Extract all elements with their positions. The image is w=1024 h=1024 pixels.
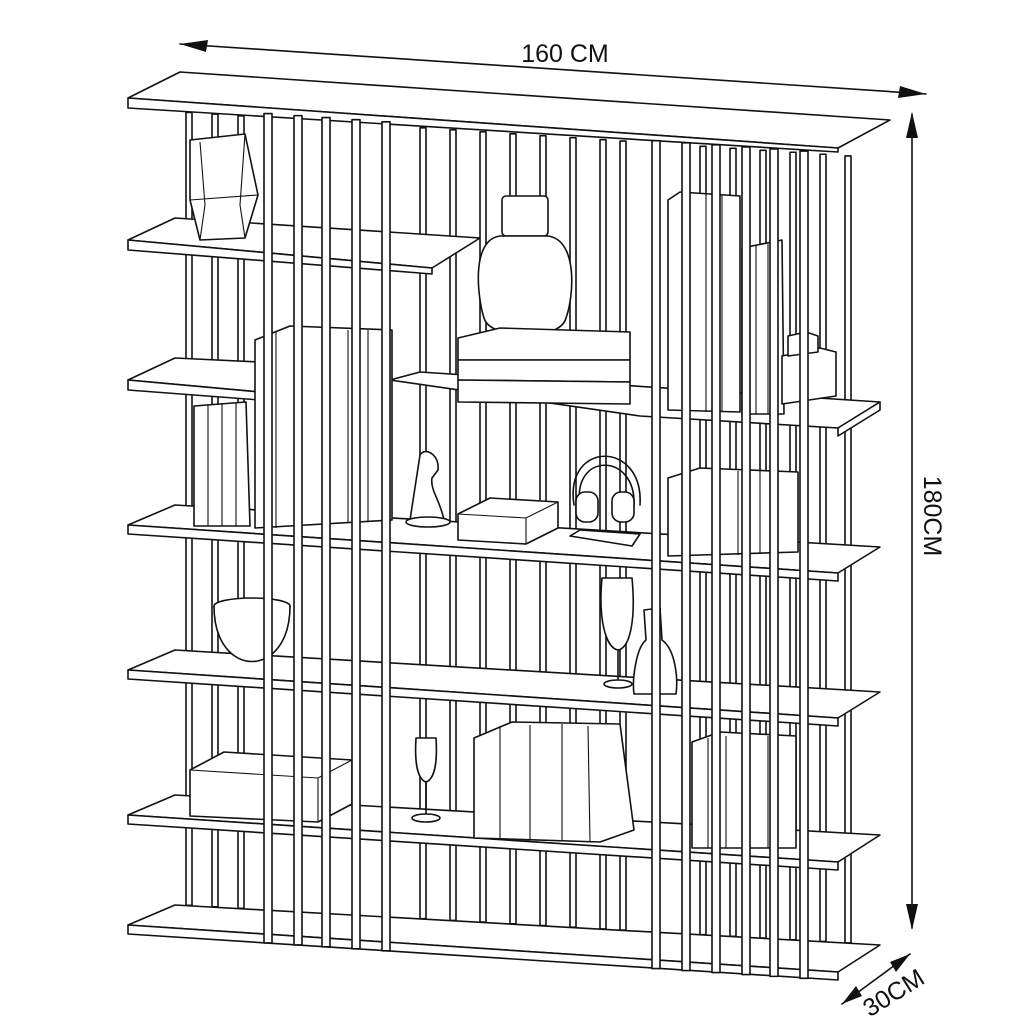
arrow-right-icon <box>898 86 926 98</box>
wine-glass <box>600 577 635 689</box>
front-rod <box>711 144 721 974</box>
front-rod <box>381 120 391 952</box>
vase <box>189 133 259 241</box>
sculpture <box>405 450 451 528</box>
height-label: 180CM <box>918 476 946 557</box>
arrow-depth-right-icon <box>890 954 910 972</box>
shelf-2-edge <box>837 401 881 437</box>
depth-label: 30CM <box>858 964 929 1023</box>
books-bottom-middle <box>473 721 635 843</box>
front-rod <box>769 148 779 978</box>
arrow-up-icon <box>906 112 918 138</box>
front-rod <box>263 112 273 944</box>
box <box>781 331 837 405</box>
front-rod <box>651 139 661 970</box>
height-dimension: 180CM <box>906 112 946 930</box>
width-label: 160 CM <box>521 40 609 68</box>
front-rod <box>681 141 691 972</box>
front-rod <box>293 114 303 946</box>
front-rod <box>351 118 361 950</box>
shelf-top-front <box>127 97 839 153</box>
champagne-flute <box>411 737 441 823</box>
box-middle <box>457 497 559 545</box>
front-rods <box>263 112 809 980</box>
round-vase <box>477 195 573 336</box>
arrow-down-icon <box>906 904 918 930</box>
arrow-left-icon <box>180 40 208 52</box>
width-dimension: 160 CM <box>179 40 927 98</box>
arrow-depth-left-icon <box>842 986 862 1004</box>
front-rod <box>799 150 809 980</box>
book-stack <box>457 327 631 405</box>
phone <box>569 529 641 547</box>
books-left-middle <box>193 325 393 529</box>
depth-dimension: 30CM <box>841 953 929 1023</box>
headphones <box>572 455 641 523</box>
front-rod <box>321 116 331 948</box>
front-rod <box>741 146 751 976</box>
bowl <box>213 597 291 663</box>
